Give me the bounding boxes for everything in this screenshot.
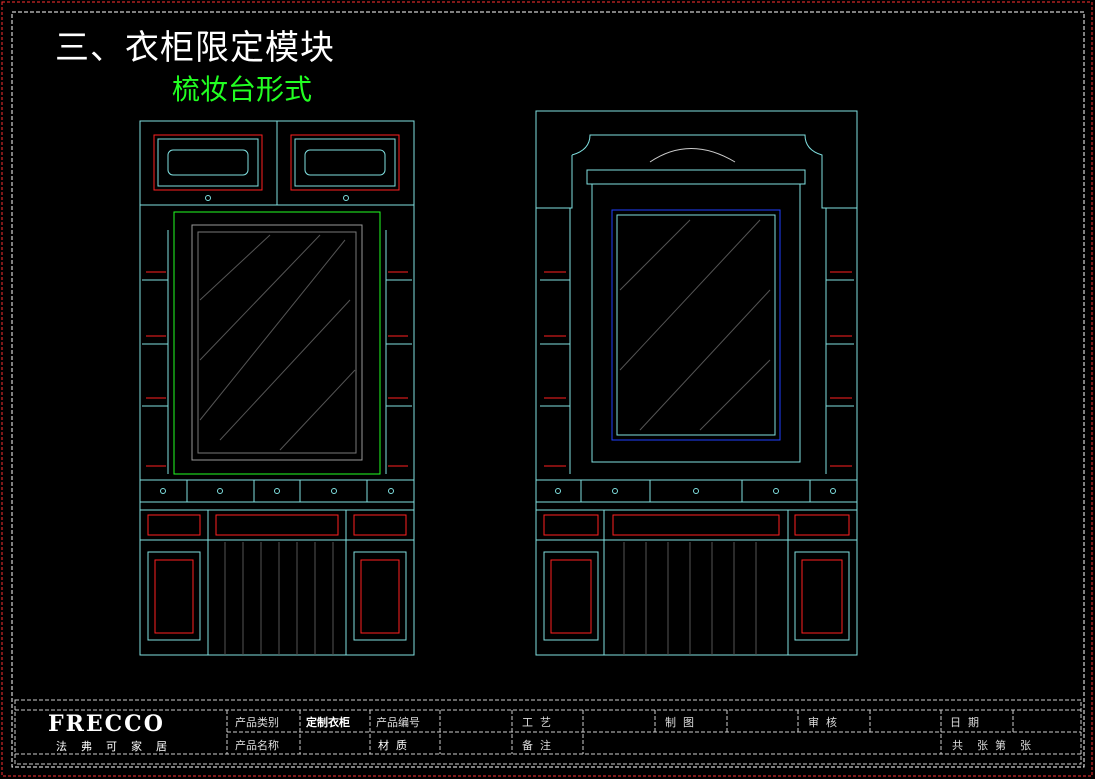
drawing-label: 制 图: [665, 716, 694, 729]
page-subtitle: 梳妆台形式: [172, 73, 313, 106]
product-number-label: 产品编号: [376, 716, 420, 729]
product-category-value: 定制衣柜: [306, 716, 350, 729]
inner-border: [11, 11, 1085, 768]
process-label: 工 艺: [522, 716, 551, 729]
cabinet-right: [535, 110, 858, 656]
cabinet-left: [139, 120, 415, 656]
brand-logo: FRECCO: [48, 711, 165, 737]
brand-tagline: 法弗可家居: [56, 740, 181, 753]
material-label: 材 质: [378, 739, 407, 752]
remarks-label: 备 注: [522, 739, 551, 752]
product-category-label: 产品类别: [235, 716, 279, 729]
sheets-label: 共 张 第 张: [952, 739, 1031, 752]
page-title: 三、衣柜限定模块: [55, 28, 335, 68]
side-shelves-left: [142, 279, 412, 407]
review-label: 审 核: [808, 716, 837, 729]
title-block-grid: [15, 709, 1081, 755]
product-name-label: 产品名称: [235, 739, 279, 752]
date-label: 日 期: [950, 716, 979, 729]
